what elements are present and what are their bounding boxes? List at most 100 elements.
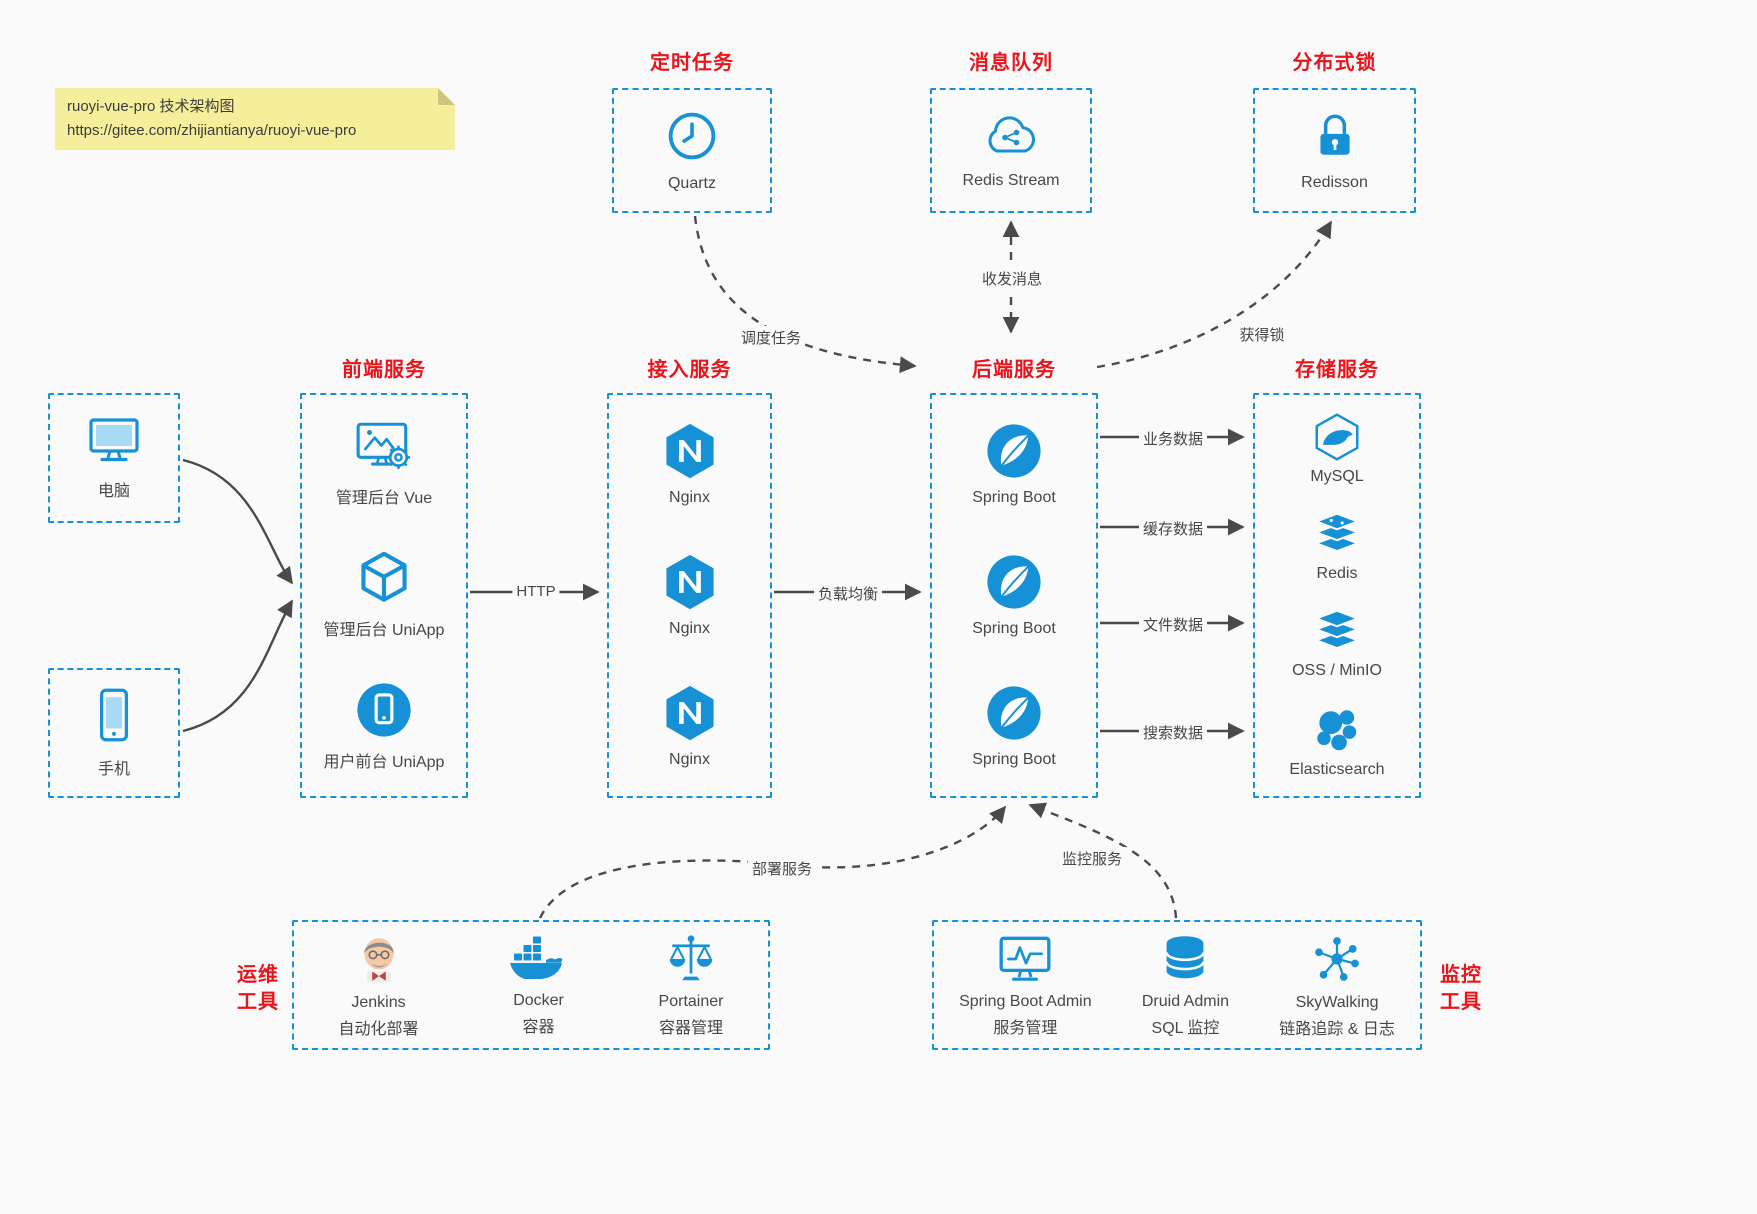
- ops-item-label: Portainer: [658, 992, 724, 1010]
- edge-pc-to-frontend: [182, 458, 293, 585]
- edge-label-file-data: 文件数据: [1138, 613, 1208, 636]
- ops-item-sublabel: 容器管理: [659, 1019, 724, 1037]
- edge-label-business-data: 业务数据: [1138, 427, 1208, 450]
- gateway-item-label: Nginx: [669, 489, 710, 506]
- frontend-item-label: 管理后台 Vue: [335, 490, 433, 508]
- monitoring-item-label: Spring Boot Admin: [959, 992, 1092, 1010]
- frontend-box: 管理后台 Vue 管理后台 UniApp 用户前台 UniApp: [300, 393, 468, 798]
- monitoring-item-sublabel: SQL 监控: [1151, 1019, 1220, 1037]
- storage-title: 存储服务: [1295, 359, 1379, 381]
- storage-item-label: Elasticsearch: [1289, 761, 1385, 779]
- mq-box: Redis Stream: [930, 88, 1092, 213]
- jenkins-icon: [363, 937, 394, 982]
- ops-item-docker: Docker 容器: [508, 934, 570, 1037]
- ops-item-portainer: Portainer 容器管理: [658, 933, 724, 1038]
- backend-item-spring-boot: Spring Boot: [972, 684, 1056, 769]
- admin-vue-icon: [356, 423, 411, 470]
- edge-label-load-balance: 负载均衡: [813, 582, 883, 605]
- nginx-icon: [665, 685, 714, 741]
- edge-label-cache-data: 缓存数据: [1138, 517, 1208, 540]
- padlock-icon: [1319, 113, 1350, 155]
- druid-database-icon: [1165, 935, 1206, 978]
- ops-item-label: Jenkins: [351, 993, 406, 1011]
- ops-item-sublabel: 自动化部署: [338, 1020, 419, 1038]
- mysql-icon: [1315, 413, 1359, 461]
- docker-icon: [509, 936, 563, 979]
- frontend-title: 前端服务: [342, 359, 426, 381]
- lock-title: 分布式锁: [1292, 52, 1377, 74]
- nginx-icon: [665, 423, 714, 479]
- edge-schedule-task: [693, 215, 917, 374]
- edge-label-monitor: 监控服务: [1057, 847, 1127, 870]
- ops-item-jenkins: Jenkins 自动化部署: [339, 932, 419, 1039]
- backend-item-spring-boot: Spring Boot: [972, 422, 1056, 507]
- scheduler-box: Quartz: [612, 88, 772, 213]
- monitoring-box: Spring Boot Admin 服务管理 Druid Admin SQL 监…: [932, 920, 1422, 1050]
- gateway-item-label: Nginx: [669, 751, 710, 768]
- edge-label-deploy: 部署服务: [747, 857, 817, 880]
- monitoring-title-line1: 监控: [1440, 964, 1482, 986]
- monitoring-item-label: SkyWalking: [1295, 993, 1379, 1011]
- portainer-icon: [669, 934, 713, 980]
- frontend-item-label: 用户前台 UniApp: [323, 753, 445, 771]
- gateway-box: Nginx Nginx Nginx: [607, 393, 772, 798]
- ops-box: Jenkins 自动化部署 Docker 容器: [292, 920, 770, 1050]
- clock-icon: [668, 112, 716, 159]
- redis-icon: [1313, 512, 1361, 553]
- note-title: ruoyi-vue-pro 技术架构图: [67, 98, 235, 115]
- storage-item-label: Redis: [1316, 564, 1358, 582]
- edge-label-search-data: 搜索数据: [1138, 721, 1208, 744]
- monitoring-item-sublabel: 链路追踪 & 日志: [1279, 1020, 1395, 1038]
- redis-stream-cloud-icon: [988, 115, 1035, 152]
- edge-label-acquire-lock: 获得锁: [1235, 323, 1289, 346]
- gateway-item-nginx: Nginx: [661, 684, 719, 769]
- backend-item-label: Spring Boot: [972, 489, 1056, 506]
- frontend-item-admin-uniapp: 管理后台 UniApp: [324, 549, 444, 640]
- lock-box: Redisson: [1253, 88, 1416, 213]
- monitoring-item-label: Druid Admin: [1141, 992, 1230, 1010]
- desktop-icon: [89, 418, 139, 462]
- ops-title-line2: 工具: [237, 991, 279, 1013]
- skywalking-icon: [1315, 936, 1359, 981]
- oss-minio-icon: [1313, 609, 1361, 650]
- pc-box: 电脑: [48, 393, 180, 523]
- spring-boot-icon: [987, 555, 1041, 609]
- lock-label: Redisson: [1301, 173, 1368, 191]
- edge-label-http: HTTP: [512, 582, 560, 601]
- ops-title: 运维 工具: [234, 962, 282, 1016]
- storage-item-oss-minio: OSS / MinIO: [1292, 608, 1382, 680]
- edge-mobile-to-frontend: [182, 599, 294, 733]
- pc-label: 电脑: [97, 483, 130, 500]
- storage-item-elasticsearch: Elasticsearch: [1289, 705, 1385, 779]
- scheduler-label: Quartz: [667, 174, 716, 192]
- spring-boot-icon: [987, 686, 1041, 740]
- storage-item-label: OSS / MinIO: [1292, 662, 1382, 680]
- user-uniapp-icon: [357, 683, 411, 737]
- spring-boot-admin-icon: [999, 936, 1051, 981]
- monitoring-item-skywalking: SkyWalking 链路追踪 & 日志: [1279, 932, 1395, 1039]
- backend-title: 后端服务: [972, 359, 1056, 381]
- storage-item-redis: Redis: [1310, 511, 1364, 583]
- backend-box: Spring Boot Spring Boot Spring Boot: [930, 393, 1098, 798]
- ops-item-label: Docker: [513, 991, 564, 1009]
- monitoring-title-line2: 工具: [1440, 991, 1482, 1013]
- mq-title: 消息队列: [969, 52, 1053, 74]
- monitoring-item-druid-admin: Druid Admin SQL 监控: [1142, 933, 1229, 1038]
- storage-item-mysql: MySQL: [1310, 412, 1364, 486]
- frontend-item-admin-vue: 管理后台 Vue: [336, 419, 432, 508]
- mq-label: Redis Stream: [962, 171, 1060, 189]
- ops-item-sublabel: 容器: [522, 1018, 555, 1036]
- nginx-icon: [665, 554, 714, 610]
- gateway-item-nginx: Nginx: [661, 422, 719, 507]
- mobile-box: 手机: [48, 668, 180, 798]
- uniapp-cube-icon: [361, 551, 407, 602]
- storage-item-label: MySQL: [1310, 467, 1364, 485]
- elasticsearch-icon: [1317, 710, 1357, 751]
- backend-item-label: Spring Boot: [972, 620, 1056, 637]
- edge-label-schedule: 调度任务: [736, 326, 806, 349]
- storage-box: MySQL Redis OSS / MinIO: [1253, 393, 1421, 798]
- note-url: https://gitee.com/zhijiantianya/ruoyi-vu…: [67, 122, 357, 139]
- edge-deploy-service: [538, 805, 1007, 919]
